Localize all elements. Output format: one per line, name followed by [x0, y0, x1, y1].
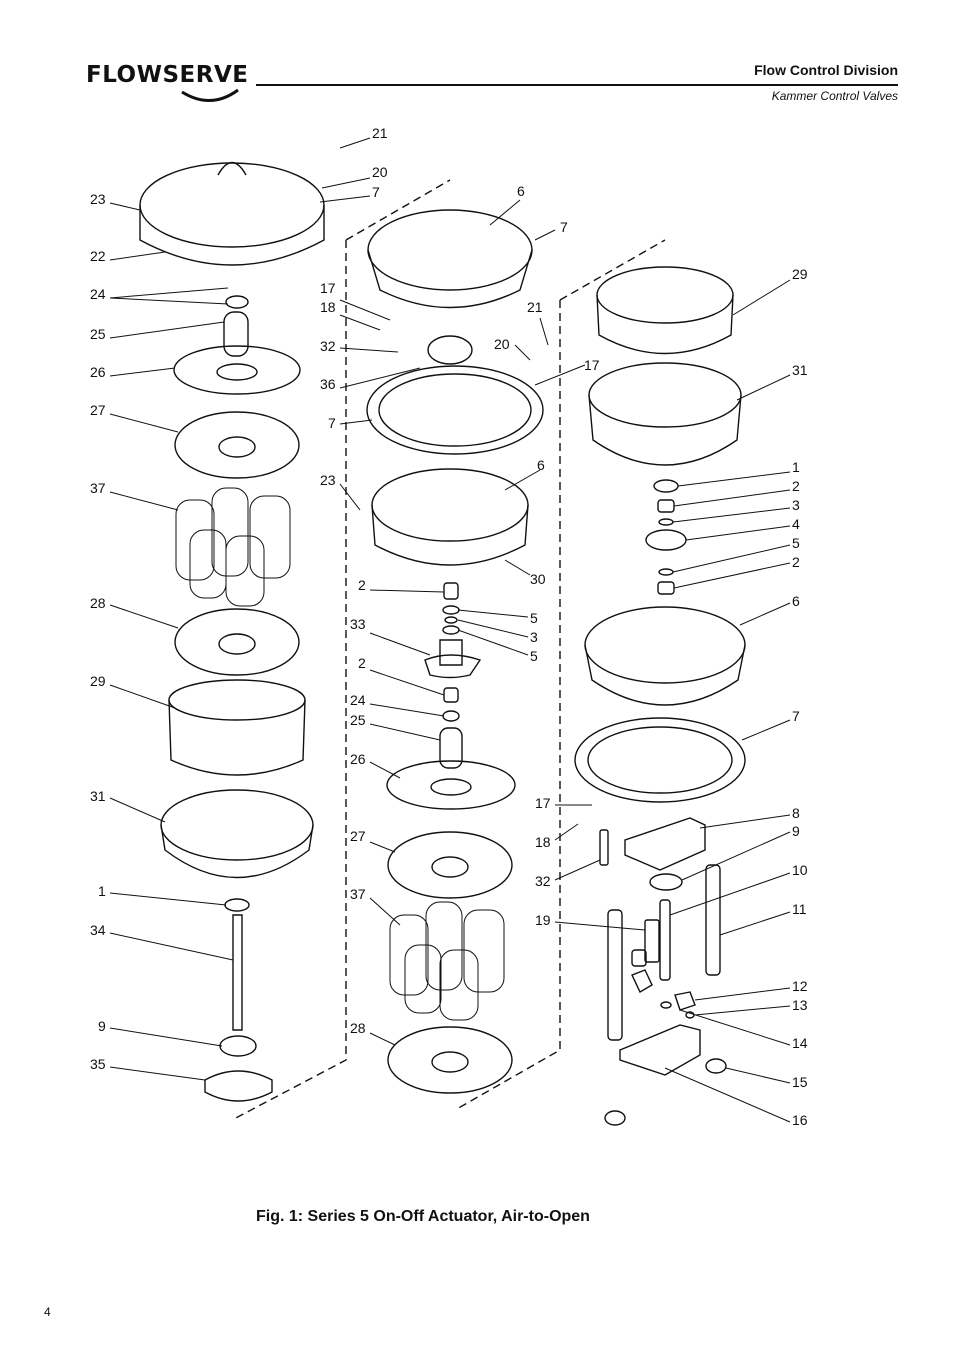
callout-2-r2: 2: [792, 554, 800, 570]
callout-17-r: 17: [535, 795, 551, 811]
page-number: 4: [44, 1305, 51, 1319]
callout-24-mid: 24: [350, 692, 366, 708]
callout-7-a: 7: [560, 219, 568, 235]
callout-2-r: 2: [792, 478, 800, 494]
callout-7-r: 7: [792, 708, 800, 724]
callout-21-mid: 21: [527, 299, 543, 315]
figure-caption: Fig. 1: Series 5 On-Off Actuator, Air-to…: [256, 1208, 590, 1225]
callout-25: 25: [90, 326, 106, 342]
callout-6-a: 6: [517, 183, 525, 199]
callout-29-r: 29: [792, 266, 808, 282]
callout-5-r: 5: [792, 535, 800, 551]
callout-26: 26: [90, 364, 106, 380]
callout-19: 19: [535, 912, 551, 928]
logo-swoosh: [181, 88, 239, 102]
callout-22: 22: [90, 248, 106, 264]
callout-31-r: 31: [792, 362, 808, 378]
callout-36: 36: [320, 376, 336, 392]
callout-28: 28: [90, 595, 106, 611]
division-subtitle: Kammer Control Valves: [771, 89, 898, 103]
callout-37-mid: 37: [350, 886, 366, 902]
callout-10: 10: [792, 862, 808, 878]
callout-37: 37: [90, 480, 106, 496]
callout-25-mid: 25: [350, 712, 366, 728]
callout-23: 23: [90, 191, 106, 207]
callout-17-a: 17: [320, 280, 336, 296]
logo-text: FLOWSERVE: [86, 62, 249, 88]
callout-3-r: 3: [792, 497, 800, 513]
callout-18-r: 18: [535, 834, 551, 850]
callout-23-mid: 23: [320, 472, 336, 488]
callout-34: 34: [90, 922, 106, 938]
callout-2-a: 2: [358, 577, 366, 593]
callout-27: 27: [90, 402, 106, 418]
callout-29: 29: [90, 673, 106, 689]
callout-2-b: 2: [358, 655, 366, 671]
callout-14: 14: [792, 1035, 808, 1051]
callout-7-top: 7: [372, 184, 380, 200]
callout-26-mid: 26: [350, 751, 366, 767]
callout-27-mid: 27: [350, 828, 366, 844]
callout-1: 1: [98, 883, 106, 899]
callout-28-mid: 28: [350, 1020, 366, 1036]
callout-6-r: 6: [792, 593, 800, 609]
callout-15: 15: [792, 1074, 808, 1090]
callout-32-a: 32: [320, 338, 336, 354]
callout-18-a: 18: [320, 299, 336, 315]
callout-33: 33: [350, 616, 366, 632]
callout-9: 9: [98, 1018, 106, 1034]
callout-20-top: 20: [372, 164, 388, 180]
flowserve-logo: FLOWSERVE: [86, 58, 256, 104]
callout-17-mid: 17: [584, 357, 600, 373]
callout-9-r: 9: [792, 823, 800, 839]
header-rule: [256, 84, 898, 86]
callout-35: 35: [90, 1056, 106, 1072]
callout-11: 11: [792, 901, 807, 917]
division-title: Flow Control Division: [754, 62, 898, 78]
callout-6-b: 6: [537, 457, 545, 473]
callout-16: 16: [792, 1112, 808, 1128]
callout-4-r: 4: [792, 516, 800, 532]
callout-13: 13: [792, 997, 808, 1013]
callout-5-a: 5: [530, 610, 538, 626]
callout-24: 24: [90, 286, 106, 302]
callout-30: 30: [530, 571, 546, 587]
callout-1-r: 1: [792, 459, 800, 475]
callout-32-r: 32: [535, 873, 551, 889]
callout-3-a: 3: [530, 629, 538, 645]
callout-5-b: 5: [530, 648, 538, 664]
callout-20-mid: 20: [494, 336, 510, 352]
callout-8: 8: [792, 805, 800, 821]
callout-7-b: 7: [328, 415, 336, 431]
callout-31: 31: [90, 788, 106, 804]
callout-21-top: 21: [372, 125, 388, 141]
callout-12: 12: [792, 978, 808, 994]
